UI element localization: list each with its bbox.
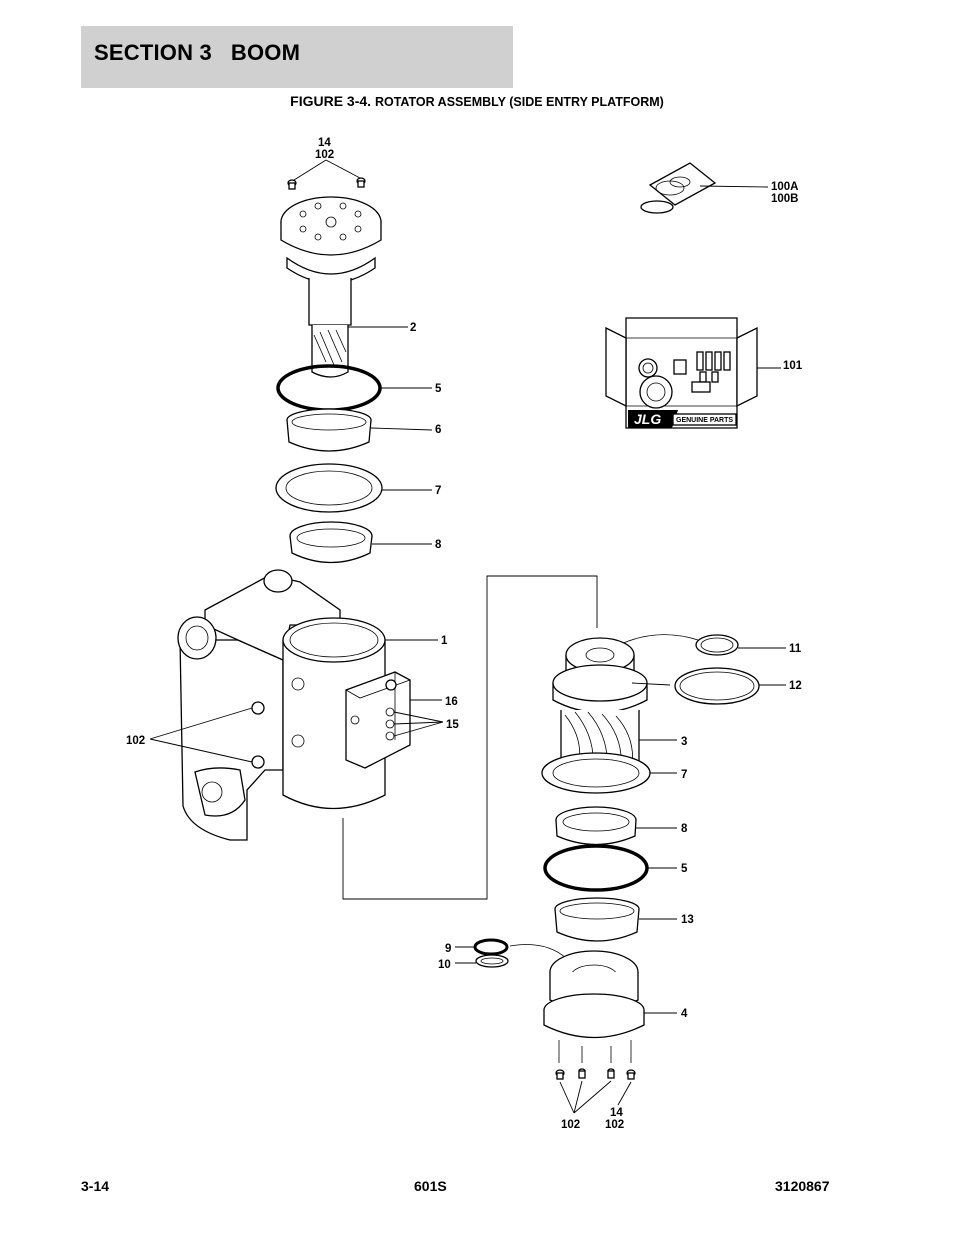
callout-7-bottom: 7 [681,769,687,781]
callout-13: 13 [681,914,694,926]
kit-tag: GENUINE PARTS [676,417,733,424]
footer-model: 601S [414,1178,447,1194]
callout-10: 10 [438,959,451,971]
callout-102-bottom-a: 102 [561,1119,580,1131]
callout-1: 1 [441,635,448,647]
figure-label: FIGURE 3-4. [290,93,372,109]
callout-6: 6 [435,424,441,436]
callout-9: 9 [445,943,451,955]
callout-15: 15 [446,719,459,731]
bottom-bolts: 14 102 102 [555,1068,636,1131]
left-bolts: 102 [126,701,265,769]
thrust-washer-part-7-bottom: 7 [541,752,687,794]
assembly-connector-line [342,575,598,900]
callout-101: 101 [783,360,803,372]
callout-12: 12 [789,680,802,692]
callout-100a: 100A [771,181,799,193]
thrust-washer-part-7-top: 7 [275,463,441,513]
callout-11: 11 [789,643,802,655]
seal-part-8-top: 8 [289,521,442,564]
o-ring-part-5-top: 5 [276,364,442,412]
top-bolts [287,159,366,190]
callout-3: 3 [681,736,687,748]
callout-16: 16 [445,696,458,708]
callout-5-top: 5 [435,383,442,395]
seal-part-8-bottom: 8 [555,806,688,846]
callout-102-bottom-b: 102 [605,1119,624,1131]
end-cap-part-4: 4 [543,950,688,1063]
bearing-part-6: 6 [286,408,441,452]
callout-2: 2 [410,322,416,334]
figure-title: ROTATOR ASSEMBLY (SIDE ENTRY PLATFORM) [374,95,664,109]
kit-brand-logo: JLG [634,411,661,427]
callout-7-top: 7 [435,485,441,497]
callout-102-top: 102 [315,149,334,161]
bearing-part-13: 13 [554,897,694,942]
shaft-part-2: 2 [280,196,416,378]
callout-102-left: 102 [126,735,145,747]
callout-100b: 100B [771,193,799,205]
o-ring-part-5-bottom: 5 [543,844,688,892]
seals-9-10: 9 10 [438,938,567,971]
callout-14-top: 14 [318,137,331,149]
footer-page-number: 3-14 [81,1178,110,1194]
parts-kit-box-101: JLG GENUINE PARTS 101 [605,317,803,429]
figure-caption: FIGURE 3-4. ROTATOR ASSEMBLY (SIDE ENTRY… [0,93,954,109]
callout-5-bottom: 5 [681,863,688,875]
section-title: SECTION 3 BOOM [94,40,301,65]
section-header-band [81,26,513,88]
rings-11-12: 11 12 [605,634,802,705]
callout-14-bottom: 14 [610,1107,623,1119]
footer-doc-number: 3120867 [775,1178,830,1194]
housing-part-1: 1 16 15 [177,569,459,841]
callout-8-top: 8 [435,539,442,551]
callout-8-bottom: 8 [681,823,688,835]
seal-kit-100: 100A 100B [640,162,799,214]
callout-4: 4 [681,1008,688,1020]
